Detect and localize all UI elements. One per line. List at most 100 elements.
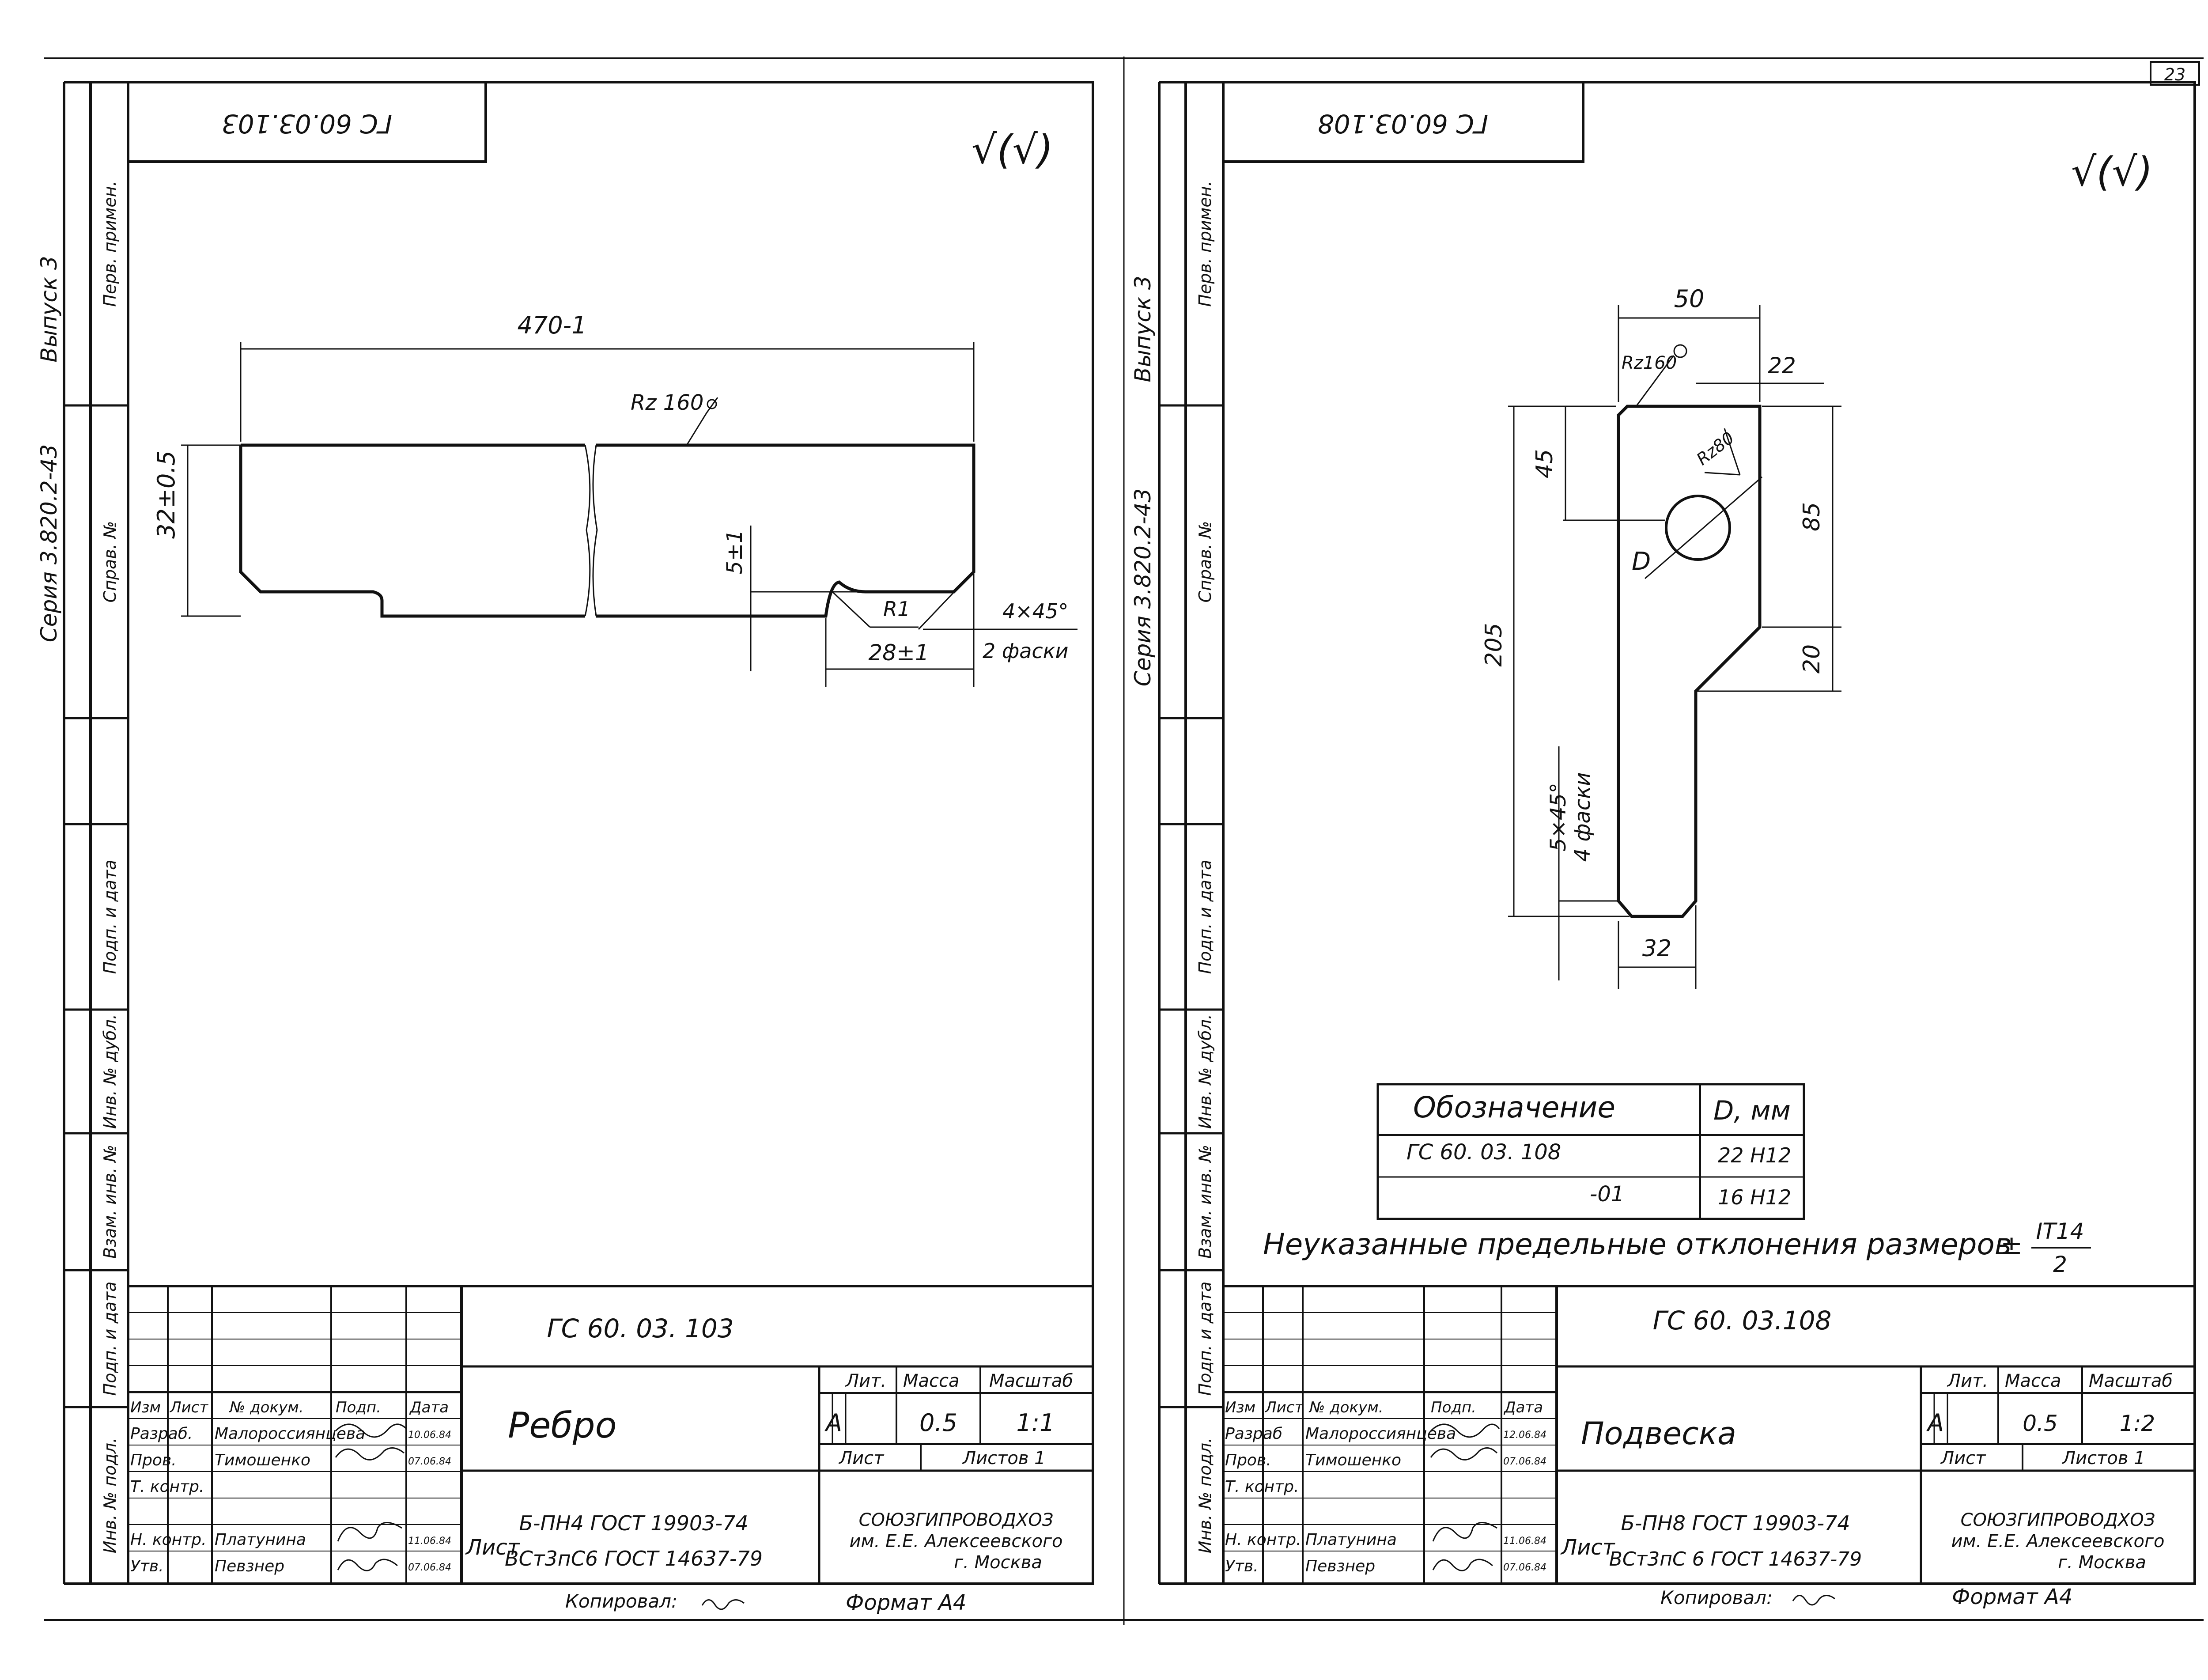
right-tb-role-4: Утв.	[1225, 1557, 1259, 1575]
right-table-h-designation: Обозначение	[1413, 1090, 1615, 1124]
left-tb-date-1: 07.06.84	[408, 1456, 451, 1467]
left-tb-role-2: Т. контр.	[130, 1478, 204, 1496]
right-tb-mass-header: Масса	[2005, 1371, 2061, 1391]
right-issue-text: Выпуск 3	[1130, 276, 1156, 382]
left-format: Формат А4	[846, 1590, 966, 1615]
left-tb-person-3: Платунина	[215, 1531, 306, 1549]
left-tb-org-2: им. Е.Е. Алексеевского	[850, 1531, 1063, 1551]
left-tb-h-sign: Подп.	[336, 1399, 381, 1416]
right-tb-role-1: Пров.	[1225, 1451, 1271, 1469]
right-tb-role-2: Т. контр.	[1225, 1478, 1299, 1496]
right-top-stamp-box	[1222, 81, 1584, 163]
left-dim-roughness: Rz 160	[631, 390, 703, 415]
left-roughness-mark: √(√)	[972, 127, 1053, 173]
sheet-right: Серия 3.820.2-43 Выпуск 3 Перв. примен. …	[1130, 81, 2196, 1609]
page-number-box	[2150, 61, 2200, 86]
left-label-dubl: Инв. № дубл.	[100, 1014, 120, 1129]
left-tb-role-4: Утв.	[130, 1557, 164, 1575]
left-side-stamp: Серия 3.820.2-43 Выпуск 3 Перв. примен. …	[36, 81, 128, 1585]
right-table-row0-d: 22 H12	[1718, 1143, 1791, 1167]
right-top-stamp-code: ГС 60.03.108	[1318, 109, 1488, 139]
right-table-h-d: D, мм	[1713, 1095, 1791, 1126]
right-label-dubl: Инв. № дубл.	[1195, 1014, 1215, 1129]
right-tolerance-den: 2	[2053, 1252, 2067, 1277]
right-tb-person-4: Певзнер	[1305, 1557, 1375, 1575]
left-tb-lit: А	[824, 1409, 842, 1437]
left-tb-scale: 1:1	[1017, 1409, 1055, 1437]
right-tb-person-0: Малороссиянцева	[1305, 1425, 1456, 1443]
right-tb-mass: 0.5	[2023, 1411, 2058, 1436]
left-top-stamp-box	[127, 81, 487, 163]
right-tb-org-2: им. Е.Е. Алексеевского	[1951, 1531, 2165, 1551]
left-tb-role-1: Пров.	[130, 1451, 177, 1469]
left-title-block: ГС 60. 03. 103 Ребро Изм Лист № докум. П…	[128, 1285, 1093, 1584]
right-table-row0-designation: ГС 60. 03. 108	[1406, 1140, 1561, 1165]
left-dim-notch-depth: 5±1	[722, 530, 747, 574]
right-label-podl: Инв. № подл.	[1195, 1438, 1215, 1553]
left-tb-person-4: Певзнер	[215, 1557, 284, 1575]
right-dim-step: 20	[1799, 644, 1825, 674]
left-copied-by: Копировал:	[565, 1590, 677, 1612]
right-tb-sheets: Листов 1	[2061, 1448, 2145, 1468]
left-dim-notch-width: 28±1	[868, 640, 929, 666]
left-tb-lit-header: Лит.	[845, 1371, 886, 1391]
left-label-sprav: Справ. №	[100, 521, 120, 603]
left-tb-mass: 0.5	[919, 1409, 957, 1437]
right-dim-bottom: 32	[1642, 935, 1671, 962]
right-dim-chamfer: 5×45°	[1546, 783, 1571, 851]
right-tb-scale-header: Масштаб	[2089, 1371, 2173, 1391]
left-dim-chamfer-count: 2 фаски	[983, 639, 1068, 663]
left-tb-code: ГС 60. 03. 103	[547, 1313, 733, 1343]
left-tb-person-0: Малороссиянцева	[215, 1425, 365, 1443]
left-dim-chamfer: 4×45°	[1002, 599, 1068, 623]
right-tb-sheet: Лист	[1940, 1448, 1986, 1468]
right-tb-lit-header: Лит.	[1947, 1371, 1988, 1391]
left-frame	[127, 81, 1094, 1585]
right-frame	[1222, 81, 2196, 1585]
left-tb-mass-header: Масса	[903, 1371, 960, 1391]
left-tb-sheets: Листов 1	[962, 1448, 1046, 1468]
right-tb-h-date: Дата	[1503, 1399, 1543, 1416]
right-dim-diameter: D	[1632, 547, 1651, 576]
left-tb-scale-header: Масштаб	[989, 1371, 1073, 1391]
right-table-row1-designation: -01	[1590, 1182, 1624, 1207]
right-tb-code: ГС 60. 03.108	[1653, 1305, 1832, 1336]
left-tb-material-prefix: Лист	[465, 1535, 521, 1560]
right-tb-scale: 1:2	[2120, 1411, 2155, 1436]
left-issue-text: Выпуск 3	[36, 256, 62, 362]
right-title-block: ГС 60. 03.108 Подвеска Изм Лист № докум.…	[1223, 1285, 2195, 1584]
left-tb-org-3: г. Москва	[954, 1552, 1042, 1573]
left-tb-role-3: Н. контр.	[130, 1531, 207, 1549]
left-label-podl: Инв. № подл.	[100, 1438, 120, 1553]
right-tolerance-num: IT14	[2036, 1218, 2084, 1244]
left-tb-h-doc: № докум.	[229, 1399, 304, 1416]
left-tb-h-izm: Изм	[130, 1399, 161, 1416]
right-tb-role-3: Н. контр.	[1225, 1531, 1301, 1549]
left-tb-h-list: Лист	[169, 1399, 208, 1416]
right-table-row1-d: 16 H12	[1718, 1185, 1791, 1209]
right-series-text: Серия 3.820.2-43	[1130, 488, 1156, 686]
left-tb-material-1: Б-ПН4 ГОСТ 19903-74	[519, 1511, 748, 1535]
left-tb-date-0: 10.06.84	[408, 1430, 451, 1441]
left-tb-date-4: 07.06.84	[408, 1562, 451, 1573]
sheet-left: Серия 3.820.2-43 Выпуск 3 Перв. примен. …	[36, 81, 1094, 1615]
left-part-drawing: 470-1 32±0.5 Rz 160 5±1 28±1 R1	[152, 311, 1078, 687]
left-dim-length: 470-1	[518, 311, 587, 339]
left-tb-person-1: Тимошенко	[215, 1451, 310, 1469]
right-tb-role-0: Разраб	[1225, 1425, 1282, 1443]
right-label-podp1: Подп. и дата	[1195, 860, 1215, 974]
right-tb-date-4: 07.06.84	[1503, 1562, 1546, 1573]
left-label-podp2: Подп. и дата	[100, 1282, 120, 1396]
right-label-perv: Перв. примен.	[1195, 181, 1215, 306]
right-tb-material-2: ВСт3пС 6 ГОСТ 14637-79	[1609, 1548, 1862, 1570]
left-dim-height: 32±0.5	[152, 450, 180, 539]
right-designation-table: Обозначение D, мм ГС 60. 03. 108 22 H12 …	[1376, 1083, 1805, 1220]
right-dim-chamfer-count: 4 фаски	[1570, 772, 1595, 862]
right-tolerance-note: Неуказанные предельные отклонения размер…	[1263, 1227, 2012, 1261]
right-copied-by: Копировал:	[1660, 1587, 1773, 1608]
left-label-perv: Перв. примен.	[100, 181, 120, 306]
left-label-podp1: Подп. и дата	[100, 860, 120, 974]
right-dim-upper: 85	[1799, 502, 1825, 531]
right-tb-date-0: 12.06.84	[1503, 1430, 1546, 1441]
right-dim-hole-pos: 45	[1531, 449, 1558, 478]
